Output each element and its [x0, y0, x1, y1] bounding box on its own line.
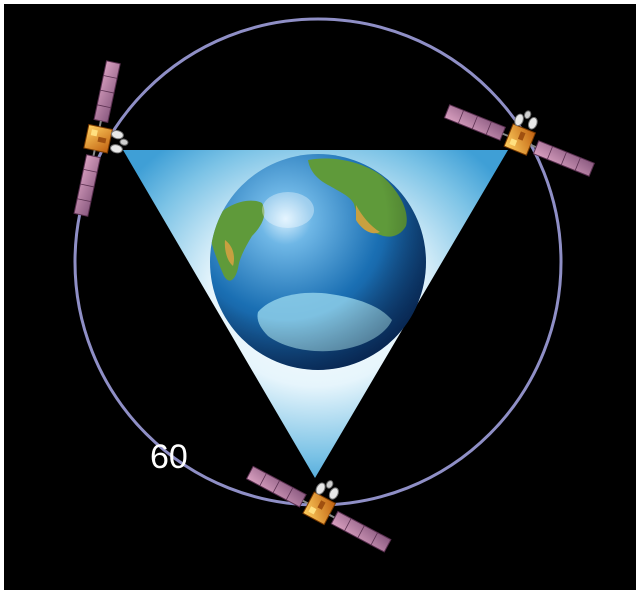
angle-label: 60: [150, 438, 188, 476]
earth-icon: [210, 154, 426, 370]
